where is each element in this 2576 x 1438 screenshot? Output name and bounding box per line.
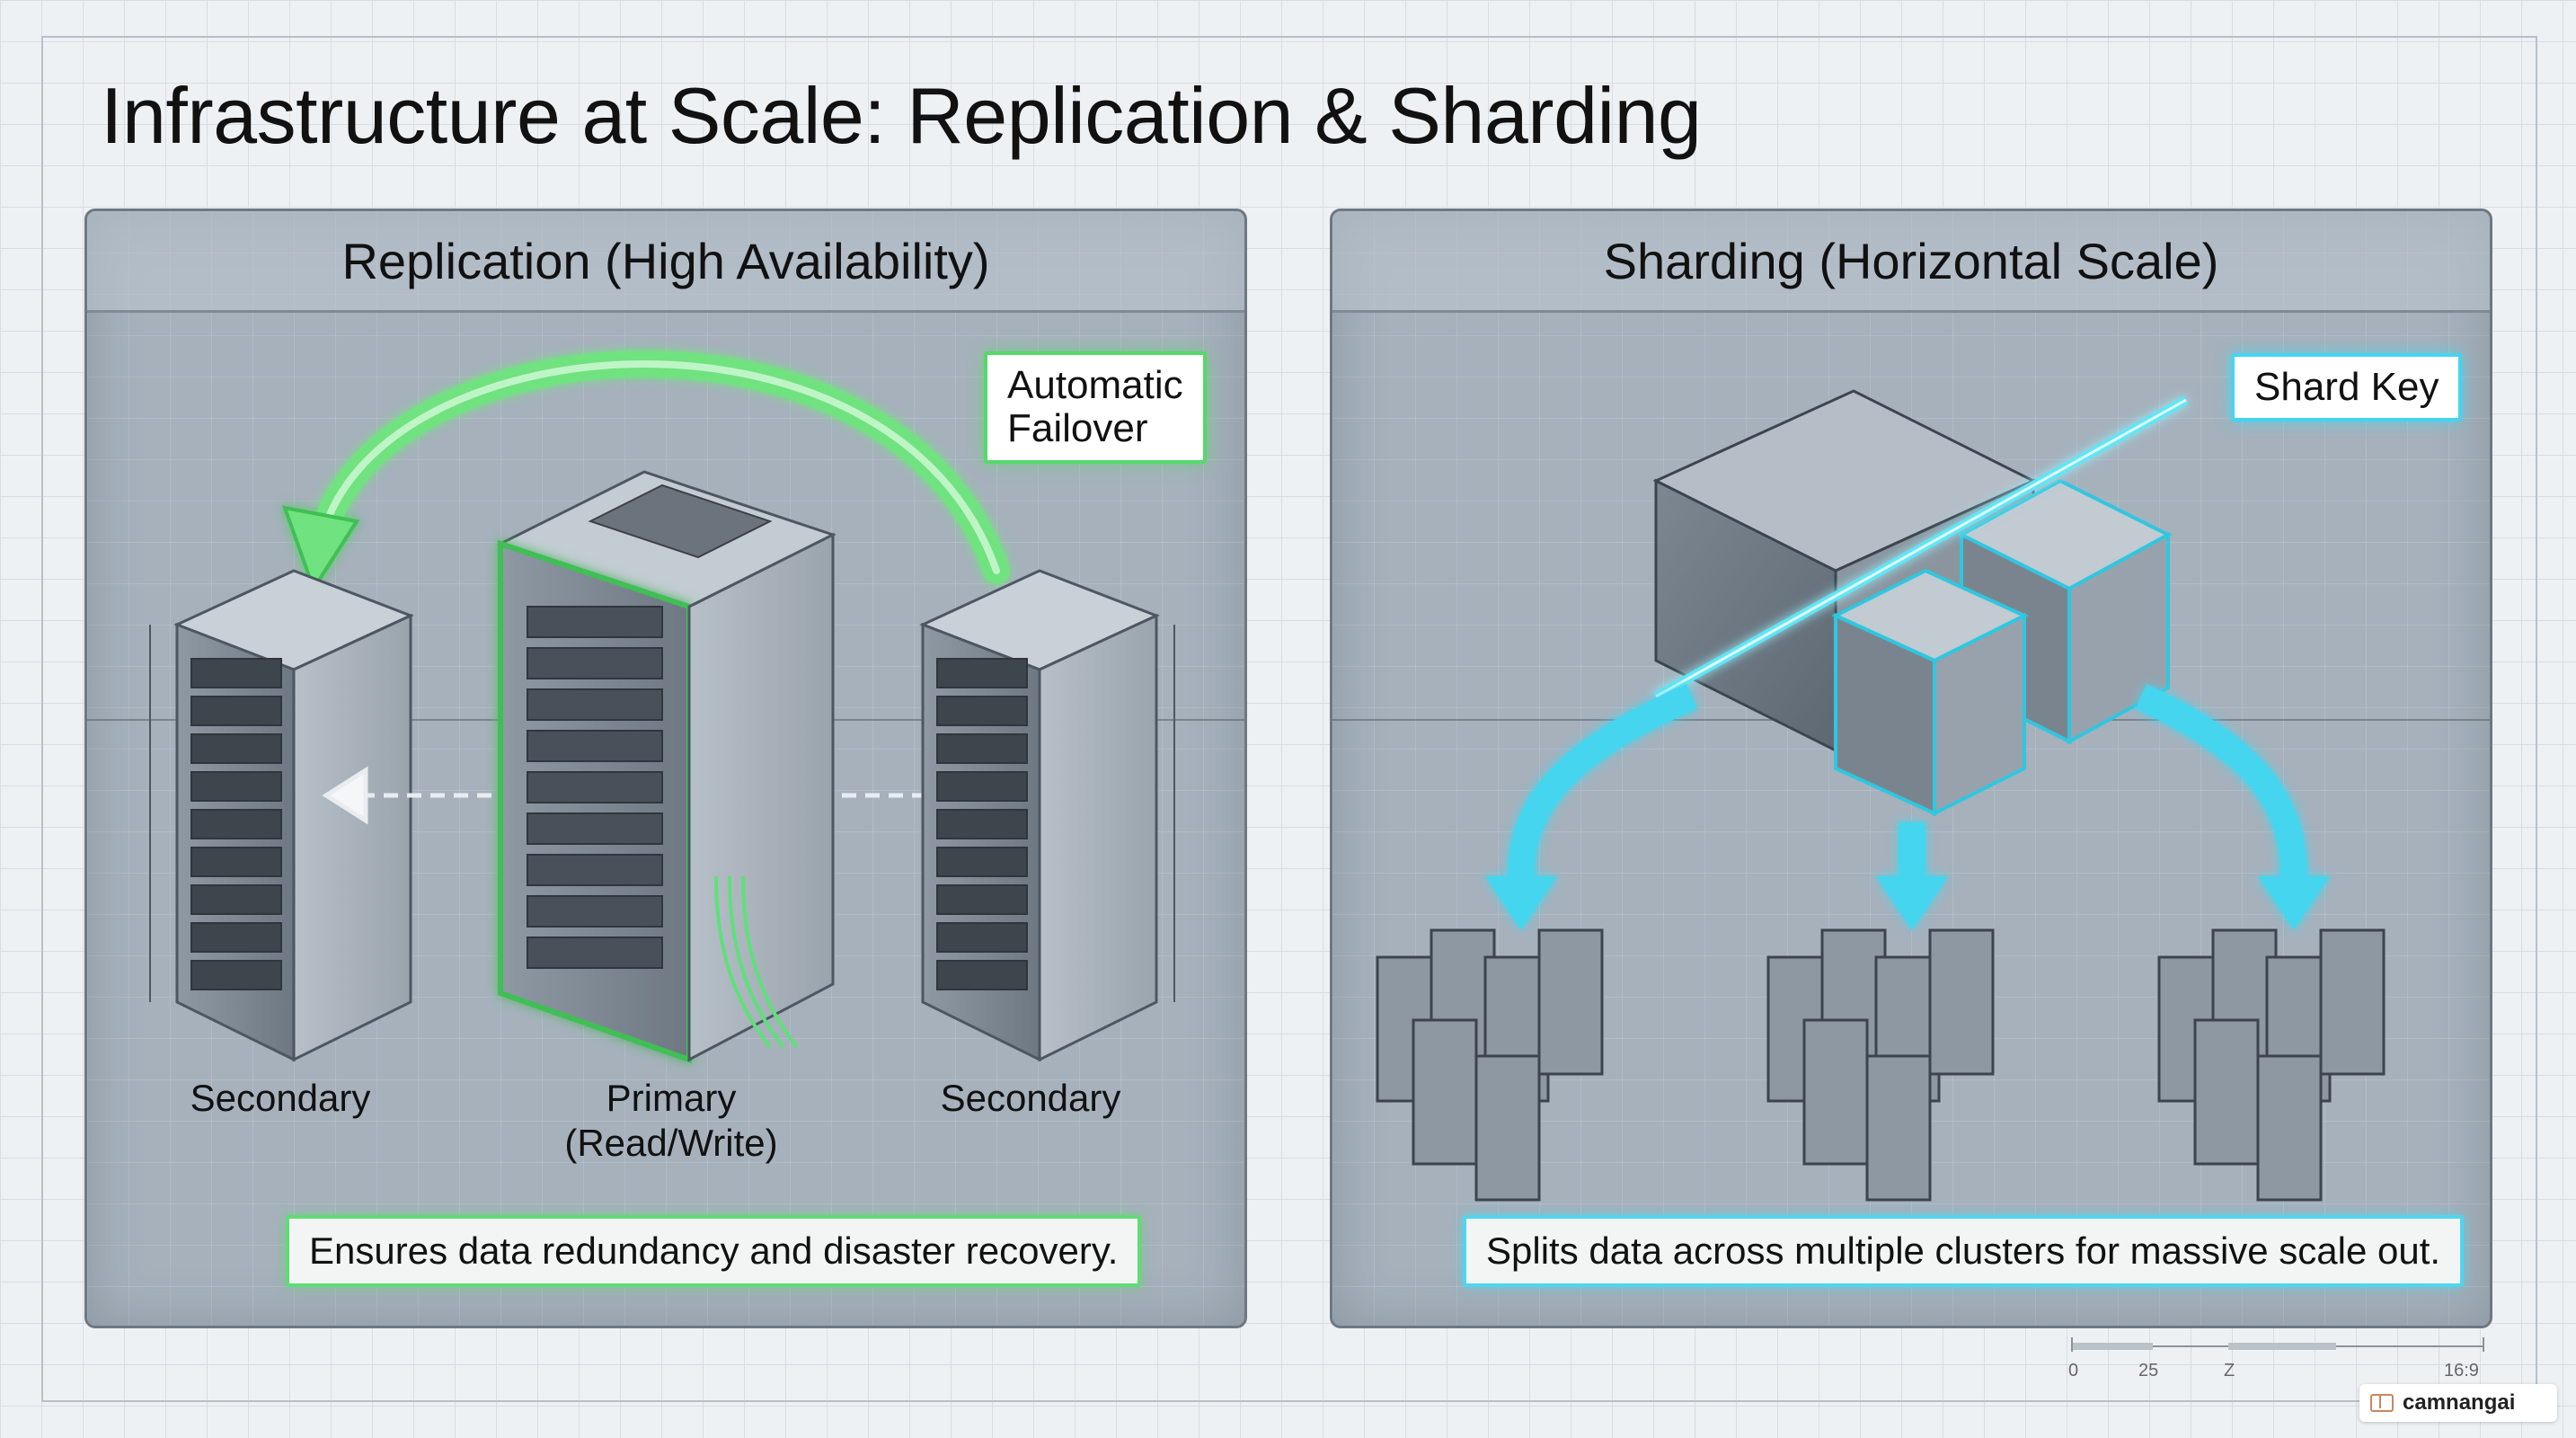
shard-arrow-center [1876, 822, 1948, 930]
shard-block-center [1831, 568, 2029, 817]
sharding-heading: Sharding (Horizontal Scale) [1332, 211, 2490, 313]
replication-diagram [87, 351, 1244, 1064]
sharding-caption: Splits data across multiple clusters for… [1463, 1215, 2465, 1287]
secondary-server-left [149, 569, 414, 1062]
sharding-panel: Sharding (Horizontal Scale) [1330, 209, 2492, 1328]
shard-cluster-1 [1376, 928, 1604, 1202]
scale-tick-ratio: 16:9 [2444, 1361, 2479, 1380]
shard-cluster-3 [2157, 928, 2386, 1202]
shard-cluster-2 [1766, 928, 1995, 1202]
secondary-server-right [919, 569, 1175, 1062]
scale-bar-graphic [2071, 1337, 2484, 1352]
secondary-right-label: Secondary [940, 1077, 1121, 1119]
outer-frame [41, 36, 2537, 1402]
primary-label: Primary (Read/Write) [564, 1077, 778, 1165]
replication-panel: Replication (High Availability) [84, 209, 1247, 1328]
brand-name: camnangai [2403, 1390, 2516, 1415]
replication-arrow-left [322, 766, 491, 825]
book-icon [2370, 1394, 2394, 1412]
replication-heading: Replication (High Availability) [87, 211, 1244, 313]
automatic-failover-callout: Automatic Failover [984, 351, 1207, 464]
brand-badge: camnangai [2359, 1384, 2557, 1422]
secondary-left-label: Secondary [190, 1077, 371, 1119]
shard-arrow-right [2135, 684, 2330, 930]
scale-tick-z: Z [2224, 1361, 2235, 1380]
scale-tick-25: 25 [2138, 1361, 2159, 1380]
scale-tick-0: 0 [2068, 1361, 2079, 1380]
shard-key-beam [1653, 395, 2189, 701]
sharding-diagram [1332, 389, 2490, 1202]
replication-caption: Ensures data redundancy and disaster rec… [286, 1215, 1142, 1287]
failover-arrow [281, 351, 1010, 593]
shard-key-callout: Shard Key [2231, 353, 2463, 422]
scale-bar: 0 25 Z 16:9 [2067, 1334, 2489, 1388]
page-title: Infrastructure at Scale: Replication & S… [101, 71, 1702, 160]
primary-server [497, 470, 837, 1064]
shard-arrow-left [1485, 684, 1697, 930]
